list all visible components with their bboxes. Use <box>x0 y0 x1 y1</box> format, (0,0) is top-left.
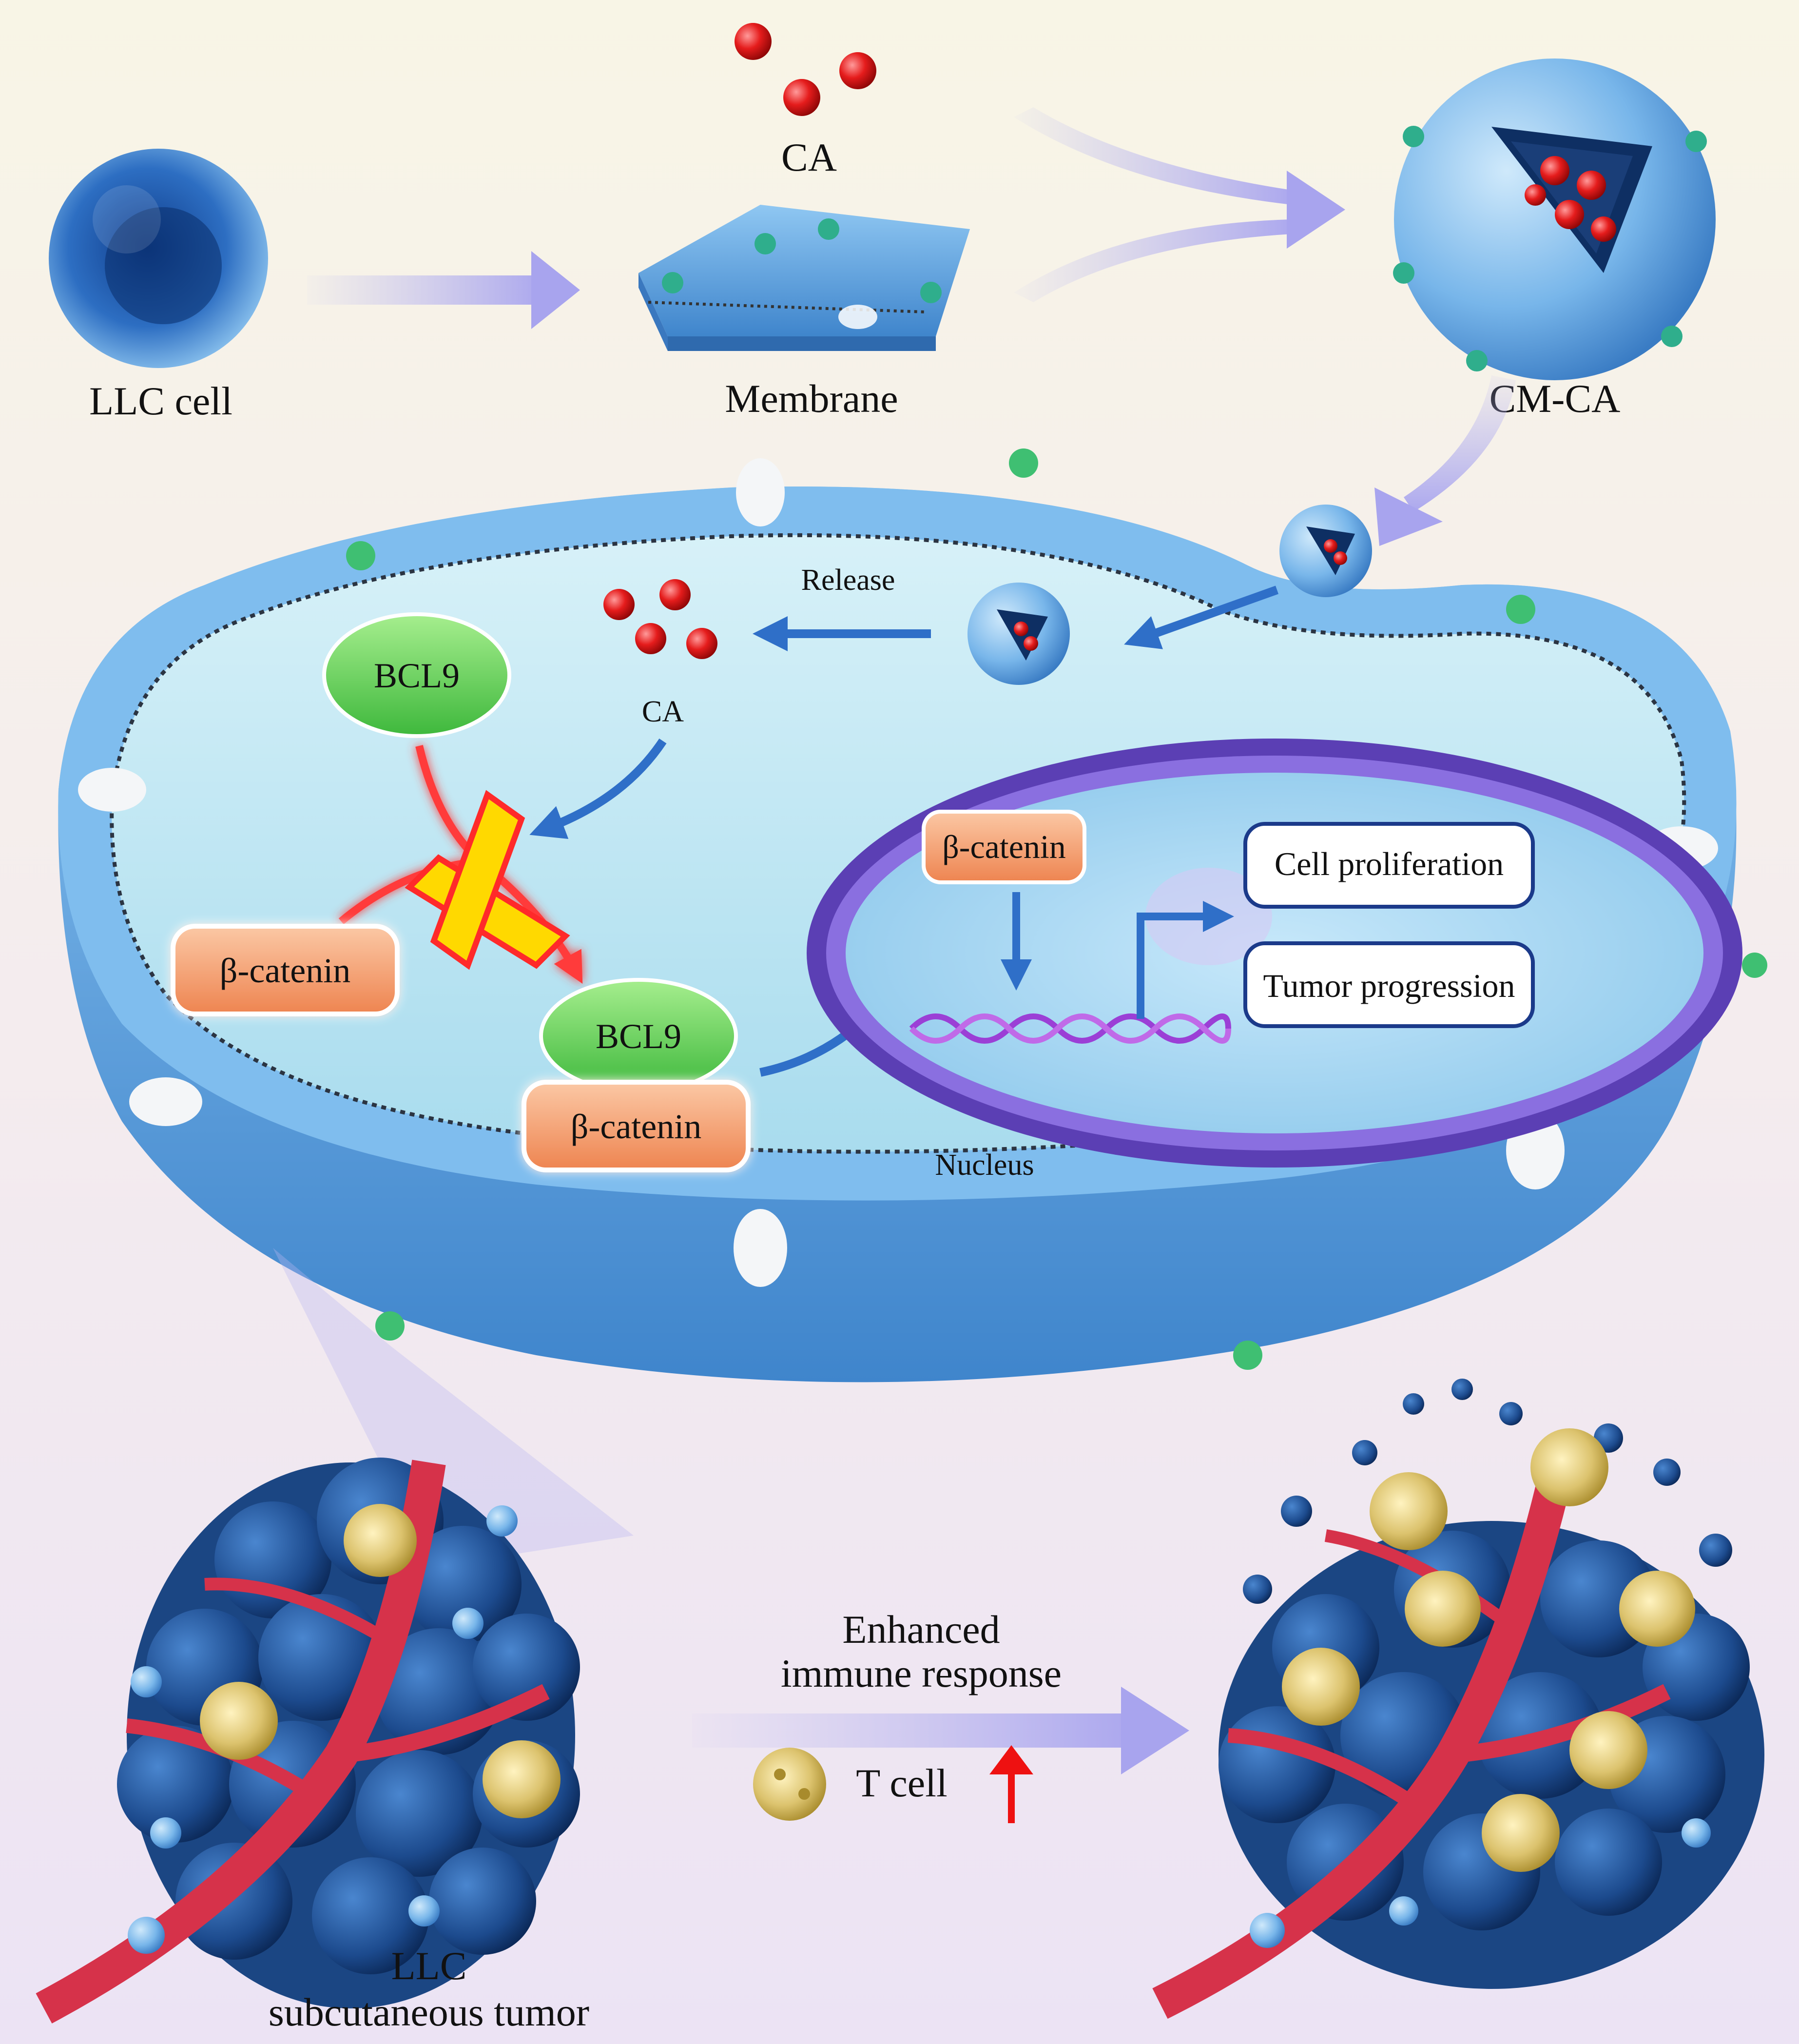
beta-catenin-complex-label: β-catenin <box>571 1107 702 1146</box>
beta-catenin-nuclear: β-catenin <box>922 810 1086 884</box>
membrane-sheet-icon <box>638 205 970 351</box>
bcl9-top-label: BCL9 <box>374 656 460 695</box>
label-llc-cell: LLC cell <box>89 379 232 423</box>
flow-arrow-cmca-to-cell <box>1374 375 1516 546</box>
bcl9-protein: BCL9 <box>322 612 511 738</box>
label-enhanced-line2: immune response <box>781 1651 1062 1695</box>
t-cell-icon <box>753 1748 826 1821</box>
bcl9-catenin-complex: BCL9 β-catenin <box>522 978 751 1172</box>
label-release: Release <box>801 564 895 597</box>
beta-catenin-left-label: β-catenin <box>220 951 351 990</box>
flow-arrow-merge-to-cmca <box>1014 107 1345 302</box>
beta-catenin-nucleus-label: β-catenin <box>942 828 1066 865</box>
bcl9-complex-label: BCL9 <box>596 1017 681 1056</box>
outcome-tumor-progression: Tumor progression <box>1243 941 1535 1028</box>
llc-cell-icon <box>49 149 268 368</box>
flow-arrow-treatment <box>692 1687 1189 1774</box>
cm-ca-entering-icon <box>1279 505 1372 597</box>
uptake-arrow <box>1124 585 1279 649</box>
ca-inhibit-arrow <box>529 739 667 839</box>
label-enhanced-line1: Enhanced <box>842 1607 1000 1652</box>
label-t-cell: T cell <box>856 1761 947 1805</box>
flow-arrow-cell-to-membrane <box>307 251 580 329</box>
gene-expression-arrow <box>1137 901 1234 1019</box>
dna-icon <box>909 1013 1231 1044</box>
ca-particles-top <box>735 23 876 116</box>
cell-proliferation-label: Cell proliferation <box>1275 845 1504 882</box>
label-llc-tumor-line1: LLC <box>391 1944 467 1988</box>
zoom-callout <box>273 1248 634 1560</box>
label-membrane: Membrane <box>725 376 898 421</box>
tumor-progression-label: Tumor progression <box>1263 967 1515 1004</box>
cm-ca-nanoparticle-icon <box>1393 58 1716 380</box>
up-arrow-icon <box>989 1745 1033 1823</box>
x-inhibition-icon <box>405 790 570 970</box>
outcome-cell-proliferation: Cell proliferation <box>1243 822 1535 909</box>
cm-ca-internalized-icon <box>967 583 1070 685</box>
beta-catenin-free: β-catenin <box>171 924 400 1016</box>
label-llc-tumor-line2: subcutaneous tumor <box>269 1990 589 2034</box>
llc-tumor-treated <box>1152 1379 1764 2019</box>
label-nucleus: Nucleus <box>935 1149 1034 1182</box>
label-ca-inner: CA <box>642 695 684 728</box>
llc-tumor-untreated <box>36 1458 580 2024</box>
label-ca-top: CA <box>781 135 837 179</box>
ca-particles-released <box>603 579 717 659</box>
